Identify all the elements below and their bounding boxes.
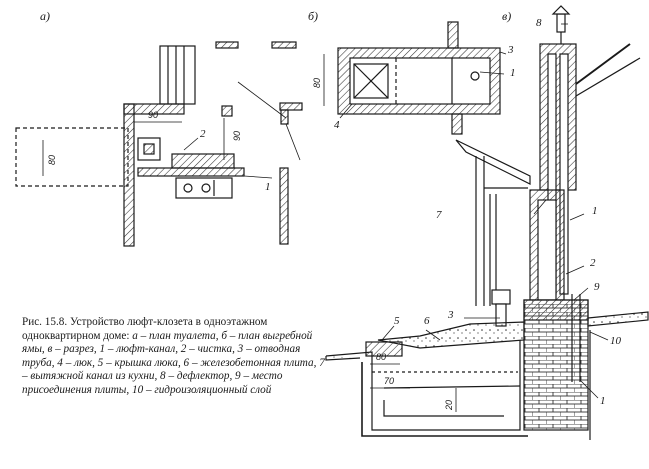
panel-b-pit-plan: [323, 21, 507, 135]
callout-c-7: 7: [436, 209, 442, 221]
callout-b-3: 3: [507, 44, 514, 56]
dim-c-20: 20: [444, 400, 454, 411]
callout-b-4: 4: [334, 119, 340, 131]
dim-c-70: 70: [384, 376, 394, 386]
panel-c-section: [325, 5, 649, 440]
callout-c-8: 8: [536, 17, 542, 29]
panel-a-label: а): [40, 9, 50, 23]
callout-c-9: 9: [594, 281, 600, 293]
callout-c-5: 5: [394, 315, 400, 327]
panel-b-label: б): [308, 9, 318, 23]
callout-a-1: 1: [265, 181, 271, 193]
callout-c-2: 2: [590, 257, 596, 269]
caption-body: а – план туалета, б – план выгребной ямы…: [22, 329, 325, 396]
callout-c-10: 10: [610, 335, 622, 347]
dim-c-80: 80: [376, 352, 386, 362]
callout-c-1-top: 1: [592, 205, 598, 217]
caption-title: Рис. 15.8. Устройство люфт-клозета в одн…: [22, 316, 268, 342]
callout-a-2: 2: [200, 128, 206, 140]
callout-c-3: 3: [447, 309, 454, 321]
dim-a-90-top: 90: [148, 110, 158, 120]
dim-a-80: 80: [47, 155, 57, 165]
panel-a-plan: [15, 41, 303, 247]
figure-caption: Рис. 15.8. Устройство люфт-клозета в одн…: [22, 316, 327, 398]
dim-b-80: 80: [312, 78, 322, 88]
callout-b-1: 1: [510, 67, 516, 79]
panel-c-label: в): [502, 9, 511, 23]
dim-a-90-side: 90: [232, 131, 242, 141]
callout-c-1-bottom: 1: [600, 395, 606, 407]
callout-c-6: 6: [424, 315, 430, 327]
